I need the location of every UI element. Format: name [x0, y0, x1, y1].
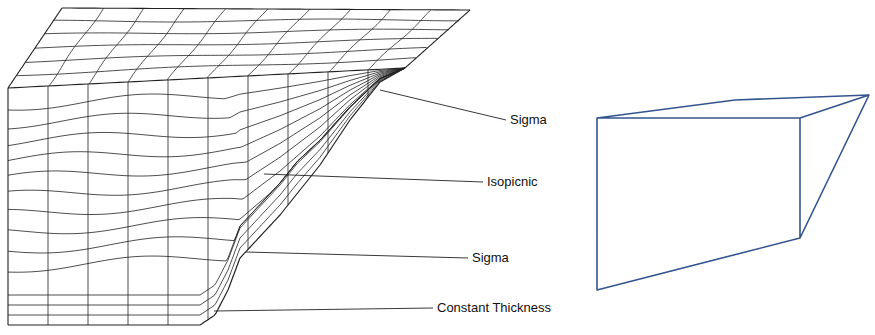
vertical-grid-line — [368, 70, 369, 97]
leader-line — [264, 174, 483, 182]
surface-grid-line — [17, 58, 416, 76]
layer-interface — [8, 68, 405, 272]
layer-label: Sigma — [510, 112, 547, 128]
surface-grid-line — [8, 8, 62, 88]
layer-label: Sigma — [472, 250, 509, 266]
surface-grid-line — [405, 10, 470, 68]
leader-line — [246, 252, 468, 258]
surface-grid-line — [289, 9, 351, 73]
vertical-grid-line — [88, 84, 89, 325]
layer-interface — [8, 68, 405, 253]
vertical-grid-line — [7, 88, 8, 325]
vertical-grid-line — [168, 80, 169, 325]
surface-grid-line — [248, 9, 310, 76]
vertical-grid-line — [48, 86, 49, 325]
surface-grid-line — [128, 9, 184, 82]
layer-label: Isopicnic — [487, 174, 538, 190]
layer-interface — [8, 68, 405, 195]
leader-line — [380, 90, 506, 120]
bathymetry-line — [8, 68, 405, 325]
surface-grid-line — [207, 9, 268, 78]
vertical-grid-line — [288, 74, 289, 205]
layer-interface — [8, 68, 405, 215]
surface-grid-line — [89, 8, 143, 84]
leader-lines — [214, 90, 506, 311]
hybrid-grid-mesh — [8, 8, 470, 325]
block-outline — [597, 95, 869, 290]
vertical-grid-line — [248, 76, 249, 249]
bottom-layer — [8, 68, 405, 315]
vertical-grid-line — [328, 72, 329, 153]
bottom-layer — [8, 68, 405, 295]
surface-grid-line — [368, 10, 430, 70]
surface-grid-line — [167, 9, 226, 80]
layer-interface — [8, 68, 405, 146]
surface-grid-line — [26, 47, 427, 62]
layer-label: Constant Thickness — [437, 300, 551, 316]
leader-line — [214, 308, 433, 311]
surface-grid-line — [329, 10, 390, 72]
layer-interface — [8, 68, 405, 234]
surface-grid-line — [8, 68, 405, 88]
surface-grid-line — [62, 8, 470, 10]
bottom-layer — [8, 68, 405, 305]
vertical-grid-line — [128, 82, 129, 325]
layer-interface — [8, 68, 405, 161]
vertical-grid-line — [208, 78, 209, 320]
